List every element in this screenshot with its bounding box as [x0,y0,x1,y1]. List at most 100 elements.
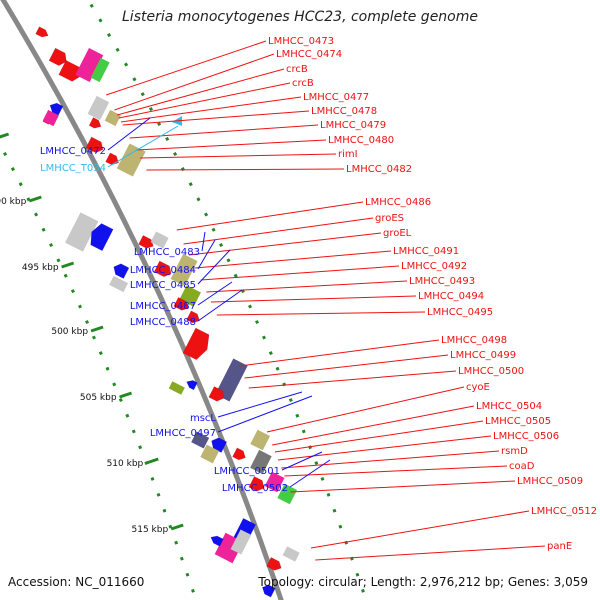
forward-label-leader [195,250,392,269]
forward-gene-label: LMHCC_0477 [303,92,369,103]
reverse-gene-arrow [113,263,130,279]
forward-label-leader [272,405,475,446]
forward-gene-label: coaD [509,461,535,472]
forward-gene-label: cyoE [466,382,490,393]
rna-feature-box [90,57,110,83]
reverse-label-leader [289,459,331,488]
genes-label: Genes: [507,575,550,589]
reverse-label-leader [197,289,243,322]
kbp-tick [61,261,75,269]
forward-label-leader [135,139,327,151]
kbp-dotted-tracks [0,0,368,600]
forward-label-leader [122,110,310,126]
kbp-label: 505 kbp [80,393,117,403]
forward-label-leader [140,153,337,159]
forward-label-leader [118,82,291,119]
forward-gene-arrow [182,327,210,361]
forward-label-leader [290,480,516,493]
reverse-label-leader [197,281,233,306]
forward-gene-label: rsmD [501,446,528,457]
rna-feature-box [75,48,104,82]
kbp-label: 515 kbp [132,525,169,535]
reverse-gene-arrow [211,437,228,453]
forward-gene-arrow [173,296,189,311]
forward-gene-label: LMHCC_0512 [531,506,597,517]
reverse-label-leader [107,117,151,151]
forward-gene-label: LMHCC_0500 [458,366,524,377]
kbp-track-right [86,0,368,600]
forward-gene-label: LMHCC_0509 [517,476,583,487]
kbp-tick [28,195,42,203]
pseudogene-box [215,358,248,402]
forward-label-leader [114,53,275,111]
kbp-tick [119,391,133,399]
reverse-label-leader [201,231,206,252]
rna-feature-box [168,381,185,395]
forward-gene-label: crcB [292,78,314,89]
forward-label-leader [146,168,345,171]
backbone-line [0,0,284,600]
forward-gene-label: rimI [338,149,358,160]
forward-label-leader [210,295,417,303]
reverse-gene-arrow [210,535,224,547]
pseudogene-box [250,429,271,451]
forward-label-leader [183,217,374,245]
length-label: Length: [370,575,417,589]
forward-gene-label: LMHCC_0504 [476,401,542,412]
pseudogene-box [250,449,272,475]
forward-gene-label: LMHCC_0492 [401,261,467,272]
forward-gene-label: LMHCC_0486 [365,197,431,208]
forward-gene-arrow [138,234,154,249]
forward-label-leader [281,450,500,469]
topology-label: Topology: [258,575,315,589]
reverse-gene-label: LMHCC_0488 [130,317,196,328]
reverse-gene-label: LMHCC_0502 [222,483,288,494]
forward-gene-label: LMHCC_0474 [276,49,342,60]
forward-label-leader [216,311,426,316]
kbp-label: 490 kbp [0,197,27,207]
kbp-label: 510 kbp [107,459,144,469]
forward-gene-arrow [153,260,172,278]
reverse-gene-label: LMHCC_0487 [130,301,196,312]
rna-feature-box [277,483,298,505]
pseudogene-box [191,431,210,449]
forward-gene-label: LMHCC_0479 [320,120,386,131]
length-value: 2,976,212 bp [419,575,500,589]
forward-label-leader [266,386,465,433]
forward-label-leader [248,370,457,389]
forward-label-leader [315,545,546,561]
forward-label-leader [200,265,400,281]
reverse-gene-arrow [261,584,276,598]
forward-gene-label: crcB [286,64,308,75]
pseudogene-box [150,231,169,249]
topology-value: circular [318,575,363,589]
forward-gene-label: LMHCC_0491 [393,246,459,257]
gene-label-leaders [106,40,546,561]
reverse-gene-label: LMHCC_T034 [40,163,106,174]
forward-gene-arrow [85,136,104,154]
reverse-label-leader [197,239,216,270]
forward-gene-label: LMHCC_0480 [328,135,394,146]
pseudogene-box [116,143,146,177]
forward-gene-label: groES [375,213,404,224]
reverse-label-leader [217,395,313,433]
forward-gene-arrow [48,47,67,66]
genes-value: 3,059 [553,575,588,589]
forward-label-leader [120,96,302,123]
forward-label-leader [310,510,530,549]
pseudogene-box [109,275,128,293]
reverse-label-leader [281,451,323,471]
reverse-gene-arrow [90,223,114,252]
reverse-label-leader [107,125,179,168]
forward-gene-arrow [208,386,225,402]
pseudogene-box [230,529,252,555]
forward-label-leader [239,339,440,367]
forward-gene-label: groEL [383,228,412,239]
gene-features [35,26,300,598]
forward-label-leader [176,201,364,231]
forward-gene-label: LMHCC_0506 [493,431,559,442]
reverse-gene-arrow [186,380,198,391]
forward-label-leader [106,40,267,96]
forward-gene-arrow [58,59,81,82]
